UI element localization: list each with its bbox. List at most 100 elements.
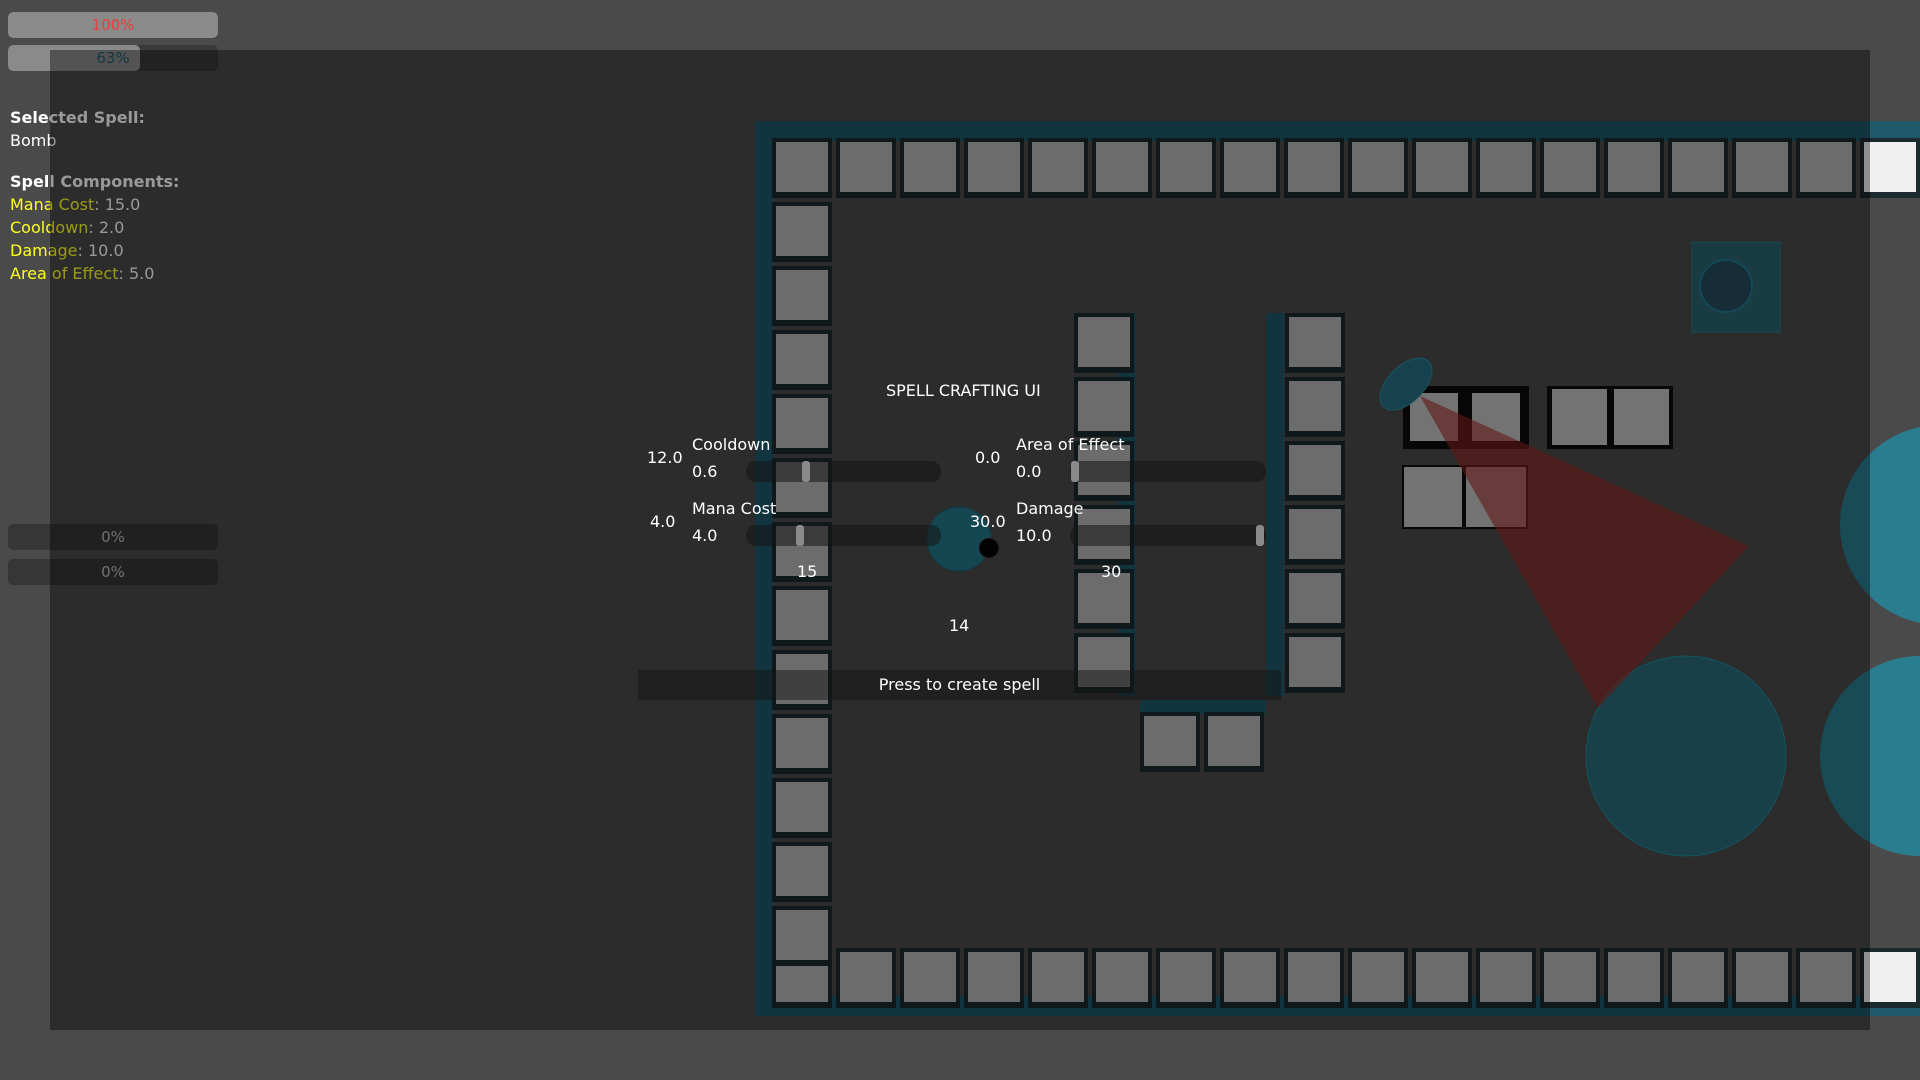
- slider-value-damage: 10.0: [1016, 526, 1052, 545]
- wall-tile-face: [1289, 637, 1341, 687]
- wall-border-left: [755, 121, 773, 1016]
- cooldown-percent: 0%: [101, 528, 125, 546]
- wall-tile-face: [776, 398, 828, 448]
- total-right: 30: [1101, 562, 1122, 581]
- wall-tile-face: [1736, 952, 1788, 1002]
- wall-tile-face: [904, 952, 956, 1002]
- wall-tile-face: [1352, 952, 1404, 1002]
- cooldown-slider[interactable]: [746, 461, 941, 482]
- wall-tile-face: [1032, 952, 1084, 1002]
- wall-tile-face: [1416, 142, 1468, 192]
- wall-tile-face: [1608, 952, 1660, 1002]
- wall-tile-face: [1078, 573, 1130, 623]
- slider-label-damage: Damage: [1016, 499, 1084, 518]
- slider-handle[interactable]: [1256, 525, 1264, 546]
- mana-percent: 63%: [96, 49, 130, 67]
- mana-cost-slider[interactable]: [746, 525, 941, 546]
- spell-components-panel: Spell Components: Mana Cost: 15.0 Cooldo…: [10, 170, 179, 285]
- component-value: : 10.0: [77, 241, 124, 260]
- wall-tile-face: [1078, 317, 1130, 367]
- selected-spell-panel: Selected Spell: Bomb: [10, 106, 145, 152]
- slider-label-cooldown: Cooldown: [692, 435, 771, 454]
- wall-tile-face: [1736, 142, 1788, 192]
- wall-tile-face: [776, 782, 828, 832]
- wall-tile-face: [776, 270, 828, 320]
- wall-tile-face: [840, 952, 892, 1002]
- wall-tile-face: [840, 142, 892, 192]
- wall-tile-face: [1096, 952, 1148, 1002]
- water-pool: [1840, 427, 1920, 623]
- slider-value-mana-cost: 4.0: [692, 526, 718, 545]
- slider-handle[interactable]: [796, 525, 804, 546]
- components-label: Spell Components:: [10, 172, 180, 191]
- wall-border: [1140, 700, 1266, 714]
- enemy-vision-cone: [1420, 396, 1749, 708]
- wall-tile-face: [1160, 142, 1212, 192]
- wall-tile-face: [1480, 952, 1532, 1002]
- player-bomb: [978, 537, 1000, 559]
- wall-tile-face: [1144, 716, 1196, 766]
- component-value: : 5.0: [118, 264, 155, 283]
- wall-tile-face: [1416, 952, 1468, 1002]
- component-name: Area of Effect: [10, 264, 119, 283]
- wall-tile-face: [1480, 142, 1532, 192]
- cooldown-percent: 0%: [101, 563, 125, 581]
- damage-slider[interactable]: [1070, 525, 1266, 546]
- wall-tile-face: [1544, 142, 1596, 192]
- slider-handle[interactable]: [1071, 461, 1079, 482]
- wall-tile-face: [776, 206, 828, 256]
- wall-tile-face: [776, 590, 828, 640]
- create-spell-button[interactable]: Press to create spell: [638, 670, 1281, 700]
- water-pool: [1820, 656, 1920, 856]
- wall-tile-face: [1800, 142, 1852, 192]
- wall-tile-face: [1864, 142, 1916, 192]
- wall-tile-face: [1288, 952, 1340, 1002]
- wall-tile-face: [1078, 381, 1130, 431]
- slider-label-mana-cost: Mana Cost: [692, 499, 777, 518]
- wall-tile-face: [968, 142, 1020, 192]
- mana-bar: 63%: [8, 45, 218, 71]
- wall-tile-face: [1672, 952, 1724, 1002]
- wall-tile-face: [968, 952, 1020, 1002]
- cooldown-bar: 0%: [8, 524, 218, 550]
- area-of-effect-slider[interactable]: [1070, 461, 1266, 482]
- wall-tile-face: [1864, 952, 1916, 1002]
- wall-tile-face: [1032, 142, 1084, 192]
- slider-label-area-of-effect: Area of Effect: [1016, 435, 1125, 454]
- crafting-title: SPELL CRAFTING UI: [886, 381, 1041, 400]
- wall-tile-face: [776, 846, 828, 896]
- component-name: Cooldown: [10, 218, 89, 237]
- selected-spell-name: Bomb: [10, 131, 57, 150]
- wall-tile-face: [776, 910, 828, 960]
- enemy: [1379, 357, 1433, 411]
- wall-tile-face: [1208, 716, 1260, 766]
- wall-tile-face: [1672, 142, 1724, 192]
- slider-side-value: 0.0: [975, 448, 1001, 467]
- wall-tile-face: [1352, 142, 1404, 192]
- total-left: 15: [797, 562, 818, 581]
- component-name: Damage: [10, 241, 78, 260]
- pillar-border: [1266, 313, 1284, 696]
- wall-tile-face: [1289, 317, 1341, 367]
- wall-tile-face: [1289, 509, 1341, 559]
- wall-tile-face: [1096, 142, 1148, 192]
- wall-tile-face: [1289, 445, 1341, 495]
- wall-tile-face: [1288, 142, 1340, 192]
- wall-tile-face: [1160, 952, 1212, 1002]
- selected-spell-label: Selected Spell:: [10, 108, 145, 127]
- slider-value-area-of-effect: 0.0: [1016, 462, 1042, 481]
- wall-tile-face: [776, 718, 828, 768]
- slider-side-value: 30.0: [970, 512, 1006, 531]
- wall-tile-face: [1224, 952, 1276, 1002]
- cooldown-bar: 0%: [8, 559, 218, 585]
- wall-tile-face: [776, 334, 828, 384]
- component-value: : 2.0: [88, 218, 125, 237]
- health-bar: 100%: [8, 12, 218, 38]
- wall-tile-face: [1608, 142, 1660, 192]
- wall-tile-face: [904, 142, 956, 192]
- slider-handle[interactable]: [802, 461, 810, 482]
- slider-side-value: 12.0: [647, 448, 683, 467]
- teleport-pad-hole: [1699, 259, 1753, 313]
- health-percent: 100%: [91, 16, 135, 34]
